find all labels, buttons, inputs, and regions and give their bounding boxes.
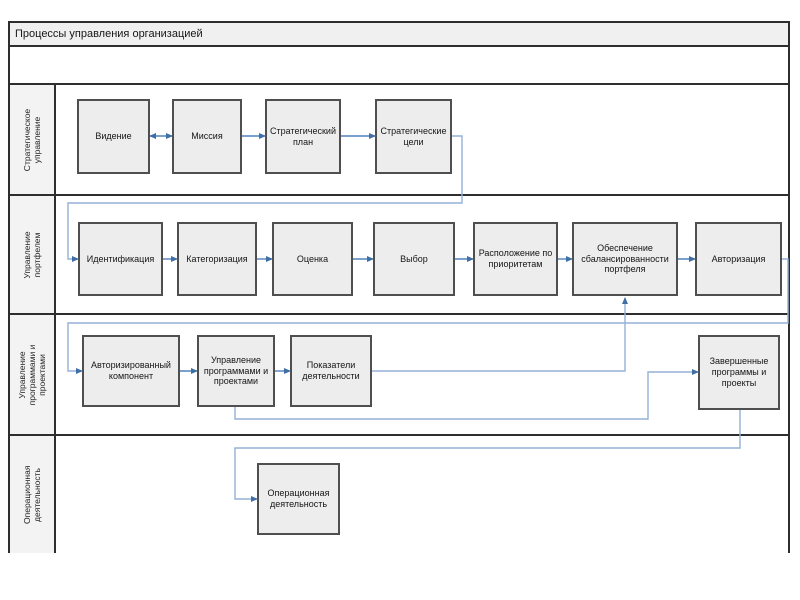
lane-label-text: Операционная деятельность	[21, 465, 42, 524]
lane-label-portfolio-management: Управление портфелем	[10, 196, 56, 313]
lane-operational-activity: Операционная деятельность	[10, 434, 788, 553]
node-completed-programs: Завершенные программы и проекты	[698, 335, 780, 410]
lane-label-operational-activity: Операционная деятельность	[10, 436, 56, 553]
node-evaluation: Оценка	[272, 222, 353, 296]
diagram-title: Процессы управления организацией	[15, 28, 203, 40]
node-strategic-goals: Стратегические цели	[375, 99, 452, 174]
node-vision: Видение	[77, 99, 150, 174]
node-authorization: Авторизация	[695, 222, 782, 296]
node-performance-indicators: Показатели деятельности	[290, 335, 372, 407]
node-identification: Идентификация	[78, 222, 163, 296]
node-selection: Выбор	[373, 222, 455, 296]
lane-label-text: Управление программами и проектами	[16, 344, 48, 405]
diagram-title-bar: Процессы управления организацией	[10, 23, 788, 47]
lane-label-program-project-management: Управление программами и проектами	[10, 315, 56, 434]
node-mission: Миссия	[172, 99, 242, 174]
lane-label-strategic-management: Стратегическое управление	[10, 85, 56, 194]
node-operational-activity: Операционная деятельность	[257, 463, 340, 535]
node-prioritization: Расположение по приоритетам	[473, 222, 558, 296]
node-portfolio-balancing: Обеспечение сбалансированности портфеля	[572, 222, 678, 296]
node-categorization: Категоризация	[177, 222, 257, 296]
node-program-project-management: Управление программами и проектами	[197, 335, 275, 407]
lane-label-text: Управление портфелем	[21, 230, 42, 279]
node-strategic-plan: Стратегический план	[265, 99, 341, 174]
lane-label-text: Стратегическое управление	[21, 108, 42, 171]
node-authorized-component: Авторизированный компонент	[82, 335, 180, 407]
